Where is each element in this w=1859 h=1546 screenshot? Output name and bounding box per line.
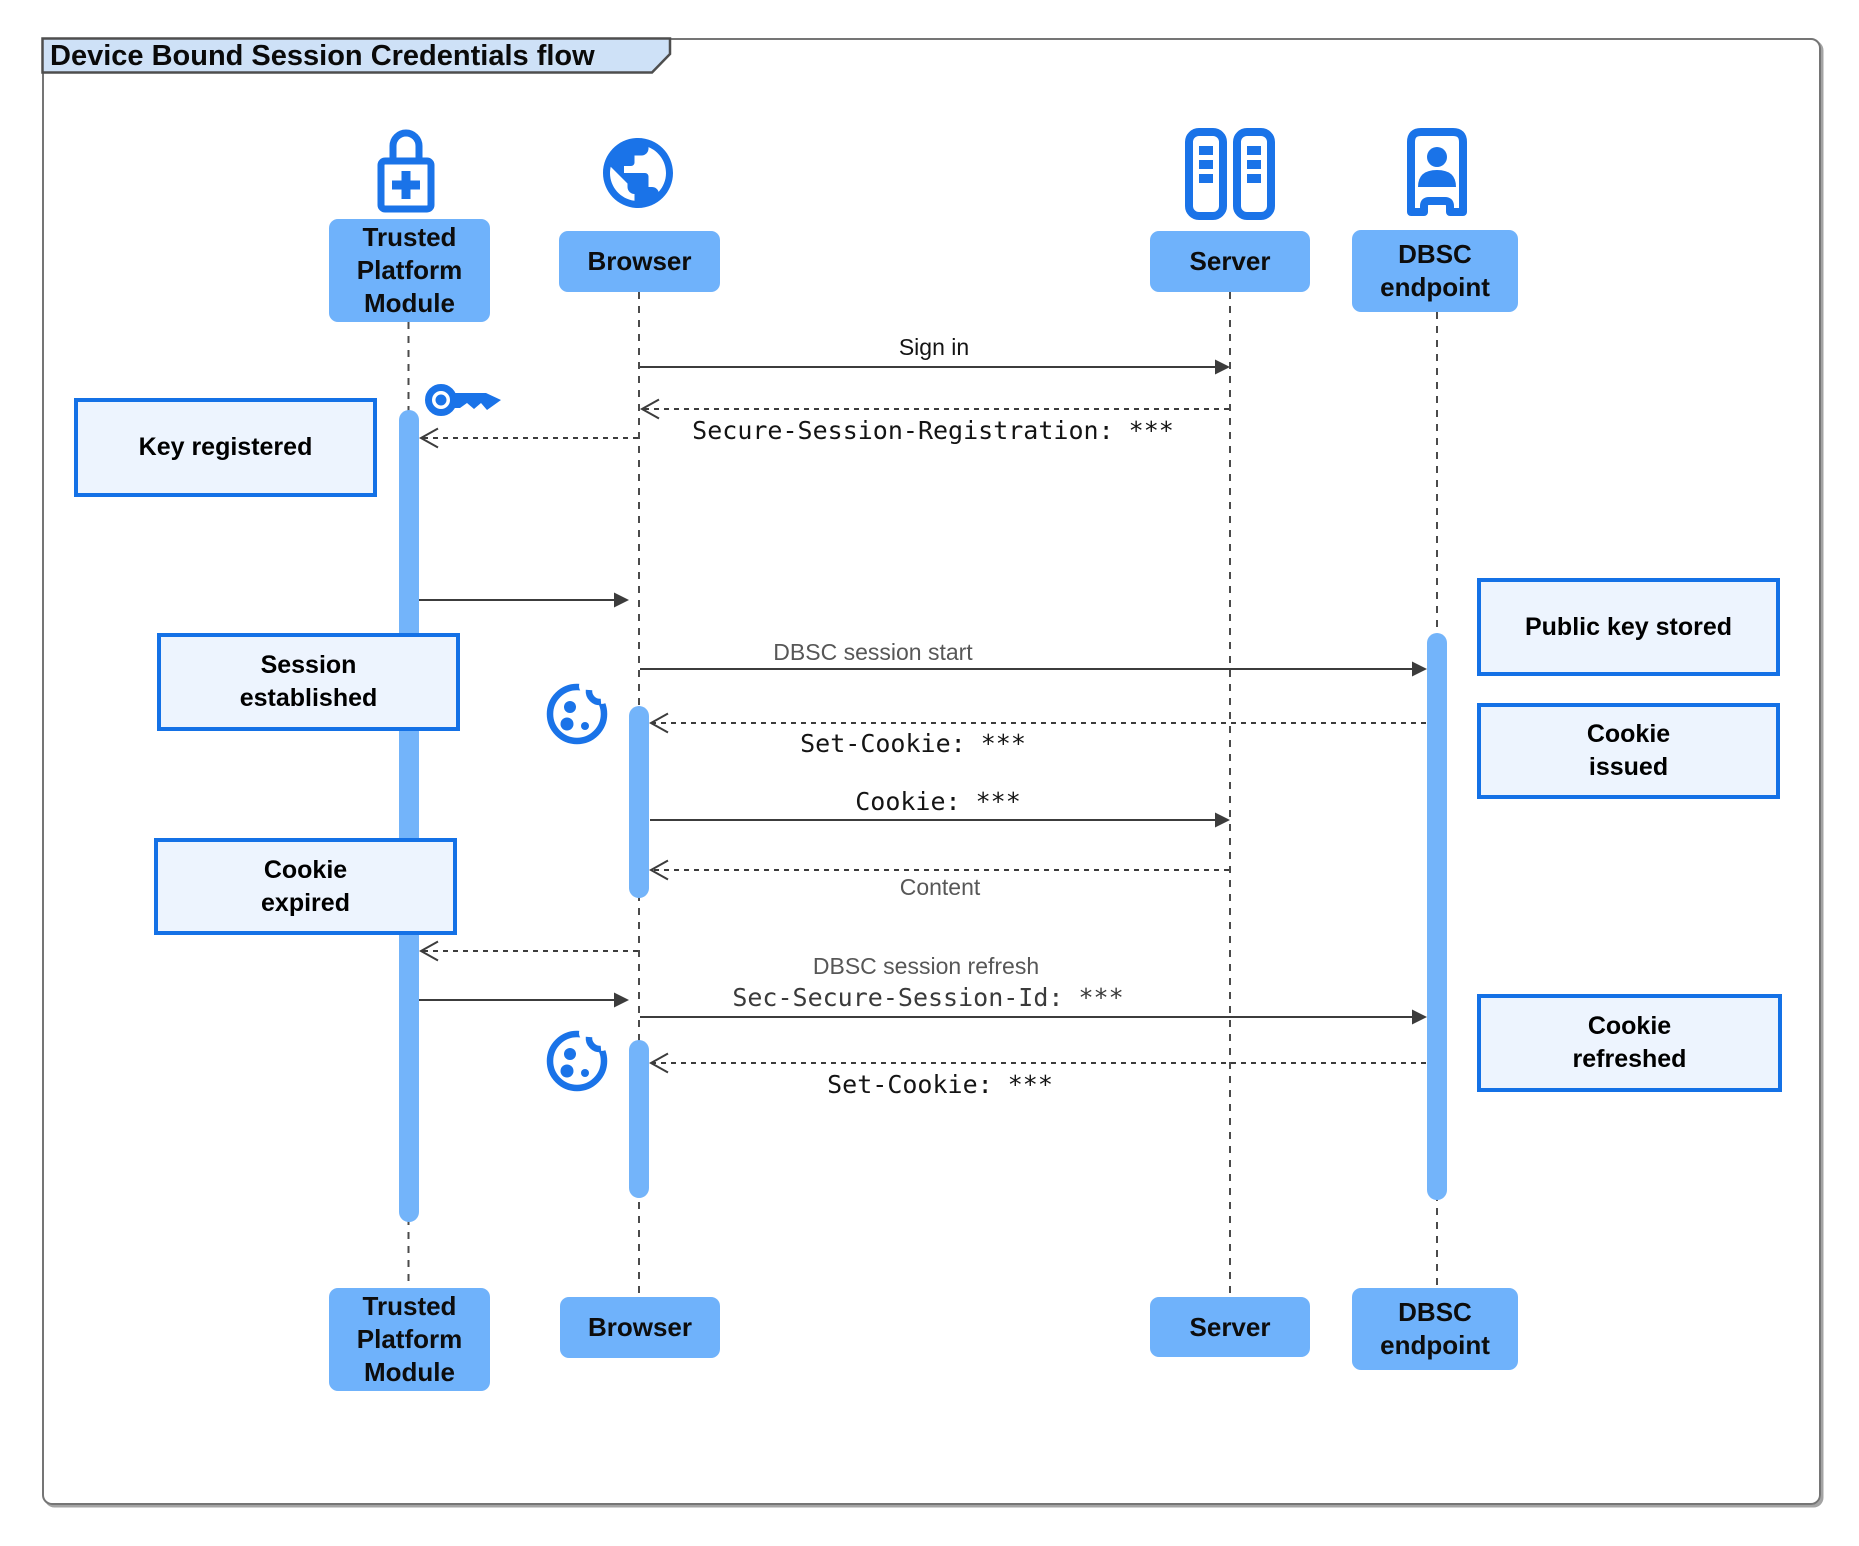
- arrow-set-cookie-1: [648, 712, 1426, 734]
- actor-label-line: Platform: [356, 255, 463, 285]
- note-cookie-issued: Cookie issued: [1477, 703, 1780, 799]
- key-icon: [425, 384, 501, 416]
- note-public-key-stored: Public key stored: [1477, 578, 1780, 676]
- actor-label-line: DBSC: [1398, 1297, 1472, 1327]
- cookie-icon: [546, 678, 612, 745]
- door-person-icon: [1407, 128, 1467, 216]
- note-cookie-refreshed: Cookie refreshed: [1477, 994, 1782, 1092]
- note-text: refreshed: [1572, 1045, 1687, 1073]
- note-text: Cookie: [263, 855, 348, 884]
- actor-label: Browser: [587, 1312, 693, 1342]
- arrow-refresh-sign-response: [419, 992, 629, 1008]
- title-tab: [41, 37, 672, 74]
- note-cookie-expired: Cookie expired: [154, 838, 457, 935]
- arrow-refresh-sign-request: [418, 940, 638, 962]
- actor-dbsc-bottom: DBSC endpoint: [1352, 1288, 1518, 1370]
- actor-tpm-top: Trusted Platform Module: [329, 219, 490, 322]
- activation-bar-browser-2: [629, 1040, 649, 1198]
- message-label-secure-session-registration: Secure-Session-Registration: ***: [692, 416, 1174, 445]
- cookie-icon: [546, 1025, 612, 1092]
- actor-label-line: endpoint: [1380, 1330, 1490, 1360]
- actor-dbsc-top: DBSC endpoint: [1352, 230, 1518, 312]
- arrow-sign-in: [640, 359, 1230, 375]
- note-text: issued: [1588, 753, 1669, 781]
- activation-bar-dbsc: [1427, 633, 1447, 1200]
- diagram-frame: [42, 38, 1821, 1505]
- arrow-content: [648, 859, 1229, 881]
- actor-label: Server: [1189, 246, 1271, 276]
- note-text: Public key stored: [1524, 612, 1733, 641]
- message-label-set-cookie-1: Set-Cookie: ***: [800, 729, 1026, 758]
- note-session-established: Session established: [157, 633, 460, 731]
- actor-label: Server: [1189, 1311, 1271, 1342]
- diagram-title: Device Bound Session Credentials flow: [50, 40, 595, 72]
- message-label-sec-secure-session-id: Sec-Secure-Session-Id: ***: [732, 983, 1124, 1012]
- note-text: Key registered: [138, 433, 313, 461]
- message-label-dbsc-session-start: DBSC session start: [773, 639, 973, 665]
- actor-label-line: Module: [364, 288, 455, 318]
- note-key-registered: Key registered: [74, 398, 377, 497]
- message-label-sign-in: Sign in: [898, 334, 970, 360]
- actor-server-top: Server: [1150, 231, 1310, 292]
- arrow-cookie: [650, 812, 1230, 828]
- actor-browser-bottom: Browser: [560, 1297, 720, 1358]
- lock-plus-icon: [377, 129, 435, 213]
- arrow-set-cookie-2: [648, 1052, 1426, 1074]
- actor-label-line: endpoint: [1380, 272, 1490, 302]
- activation-bar-tpm: [399, 410, 419, 1222]
- note-text: established: [239, 684, 378, 712]
- arrow-dbsc-session-start: [640, 661, 1427, 677]
- arrow-key-register-request: [418, 427, 638, 449]
- message-label-cookie: Cookie: ***: [855, 787, 1021, 816]
- arrow-dbsc-session-refresh: [640, 1009, 1427, 1025]
- message-label-content: Content: [899, 874, 981, 900]
- actor-label-line: Trusted: [362, 222, 457, 252]
- message-label-dbsc-session-refresh: DBSC session refresh: [812, 953, 1040, 979]
- activation-bar-browser-1: [629, 706, 649, 898]
- note-text: Session: [260, 651, 357, 679]
- actor-label-line: Platform: [356, 1324, 463, 1354]
- message-label-set-cookie-2: Set-Cookie: ***: [827, 1070, 1053, 1099]
- actor-label-line: DBSC: [1398, 239, 1472, 269]
- actor-label-line: Trusted: [362, 1291, 457, 1321]
- server-rack-icon: [1185, 128, 1275, 220]
- arrow-key-register-response: [419, 592, 629, 608]
- actor-label-line: Module: [364, 1357, 455, 1387]
- globe-icon: [603, 138, 673, 208]
- actor-label: Browser: [587, 246, 692, 276]
- note-text: Cookie: [1587, 1012, 1672, 1040]
- actor-browser-top: Browser: [559, 231, 720, 292]
- note-text: expired: [261, 888, 350, 917]
- arrow-secure-session-registration: [639, 398, 1229, 420]
- note-text: Cookie: [1586, 720, 1671, 748]
- actor-server-bottom: Server: [1150, 1297, 1310, 1357]
- actor-tpm-bottom: Trusted Platform Module: [329, 1288, 490, 1391]
